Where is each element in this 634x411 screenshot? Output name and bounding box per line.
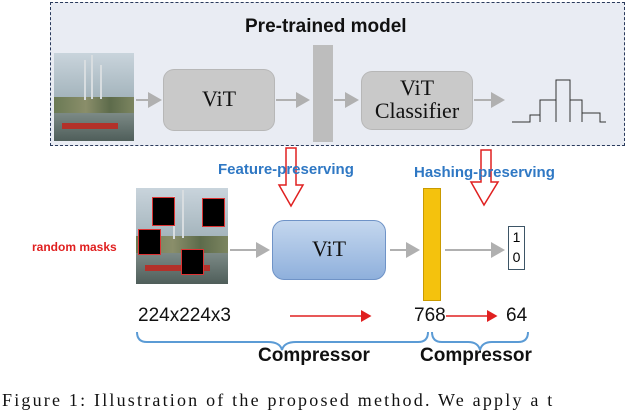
mask-patch: [181, 249, 204, 275]
feature-bar-bottom: [423, 188, 441, 301]
feature-dim-label: 768: [414, 305, 446, 326]
vit-block-top: ViT: [164, 70, 274, 130]
feature-preserving-label: Feature-preserving: [218, 161, 354, 178]
compressor-label-2: Compressor: [420, 345, 532, 366]
input-image-top: [54, 53, 134, 141]
pretrained-model-title: Pre-trained model: [245, 16, 407, 37]
vit-top-label: ViT: [201, 86, 237, 111]
mask-patch: [202, 198, 225, 227]
vit-bottom-label: ViT: [311, 236, 347, 261]
hash-bit-2: 0: [512, 249, 521, 265]
mask-patch: [138, 229, 161, 255]
hash-code-box: 1 0: [508, 226, 525, 270]
vit-block-bottom: ViT: [272, 220, 386, 280]
hashing-preserving-down-arrow: [469, 149, 500, 207]
compressor-brace-2: [431, 331, 529, 351]
hash-dim-label: 64: [506, 305, 528, 326]
random-masks-label: random masks: [32, 240, 117, 254]
output-histogram: [512, 79, 606, 123]
classifier-label-line2: Classifier: [374, 98, 460, 124]
feature-preserving-down-arrow: [277, 147, 305, 208]
input-dim-label: 224x224x3: [138, 305, 231, 326]
hashing-preserving-label: Hashing-preserving: [414, 164, 555, 181]
masked-input-image: [136, 188, 228, 284]
compressor-brace-1: [136, 331, 429, 351]
vit-classifier-block: ViT Classifier: [362, 72, 472, 129]
compressor-label-1: Compressor: [258, 345, 370, 366]
classifier-label-line1: ViT: [399, 75, 435, 100]
hash-bit-1: 1: [512, 229, 521, 245]
mask-patch: [152, 197, 175, 226]
figure-caption: Figure 1: Illustration of the proposed m…: [2, 390, 555, 410]
feature-bar-top: [313, 45, 333, 142]
